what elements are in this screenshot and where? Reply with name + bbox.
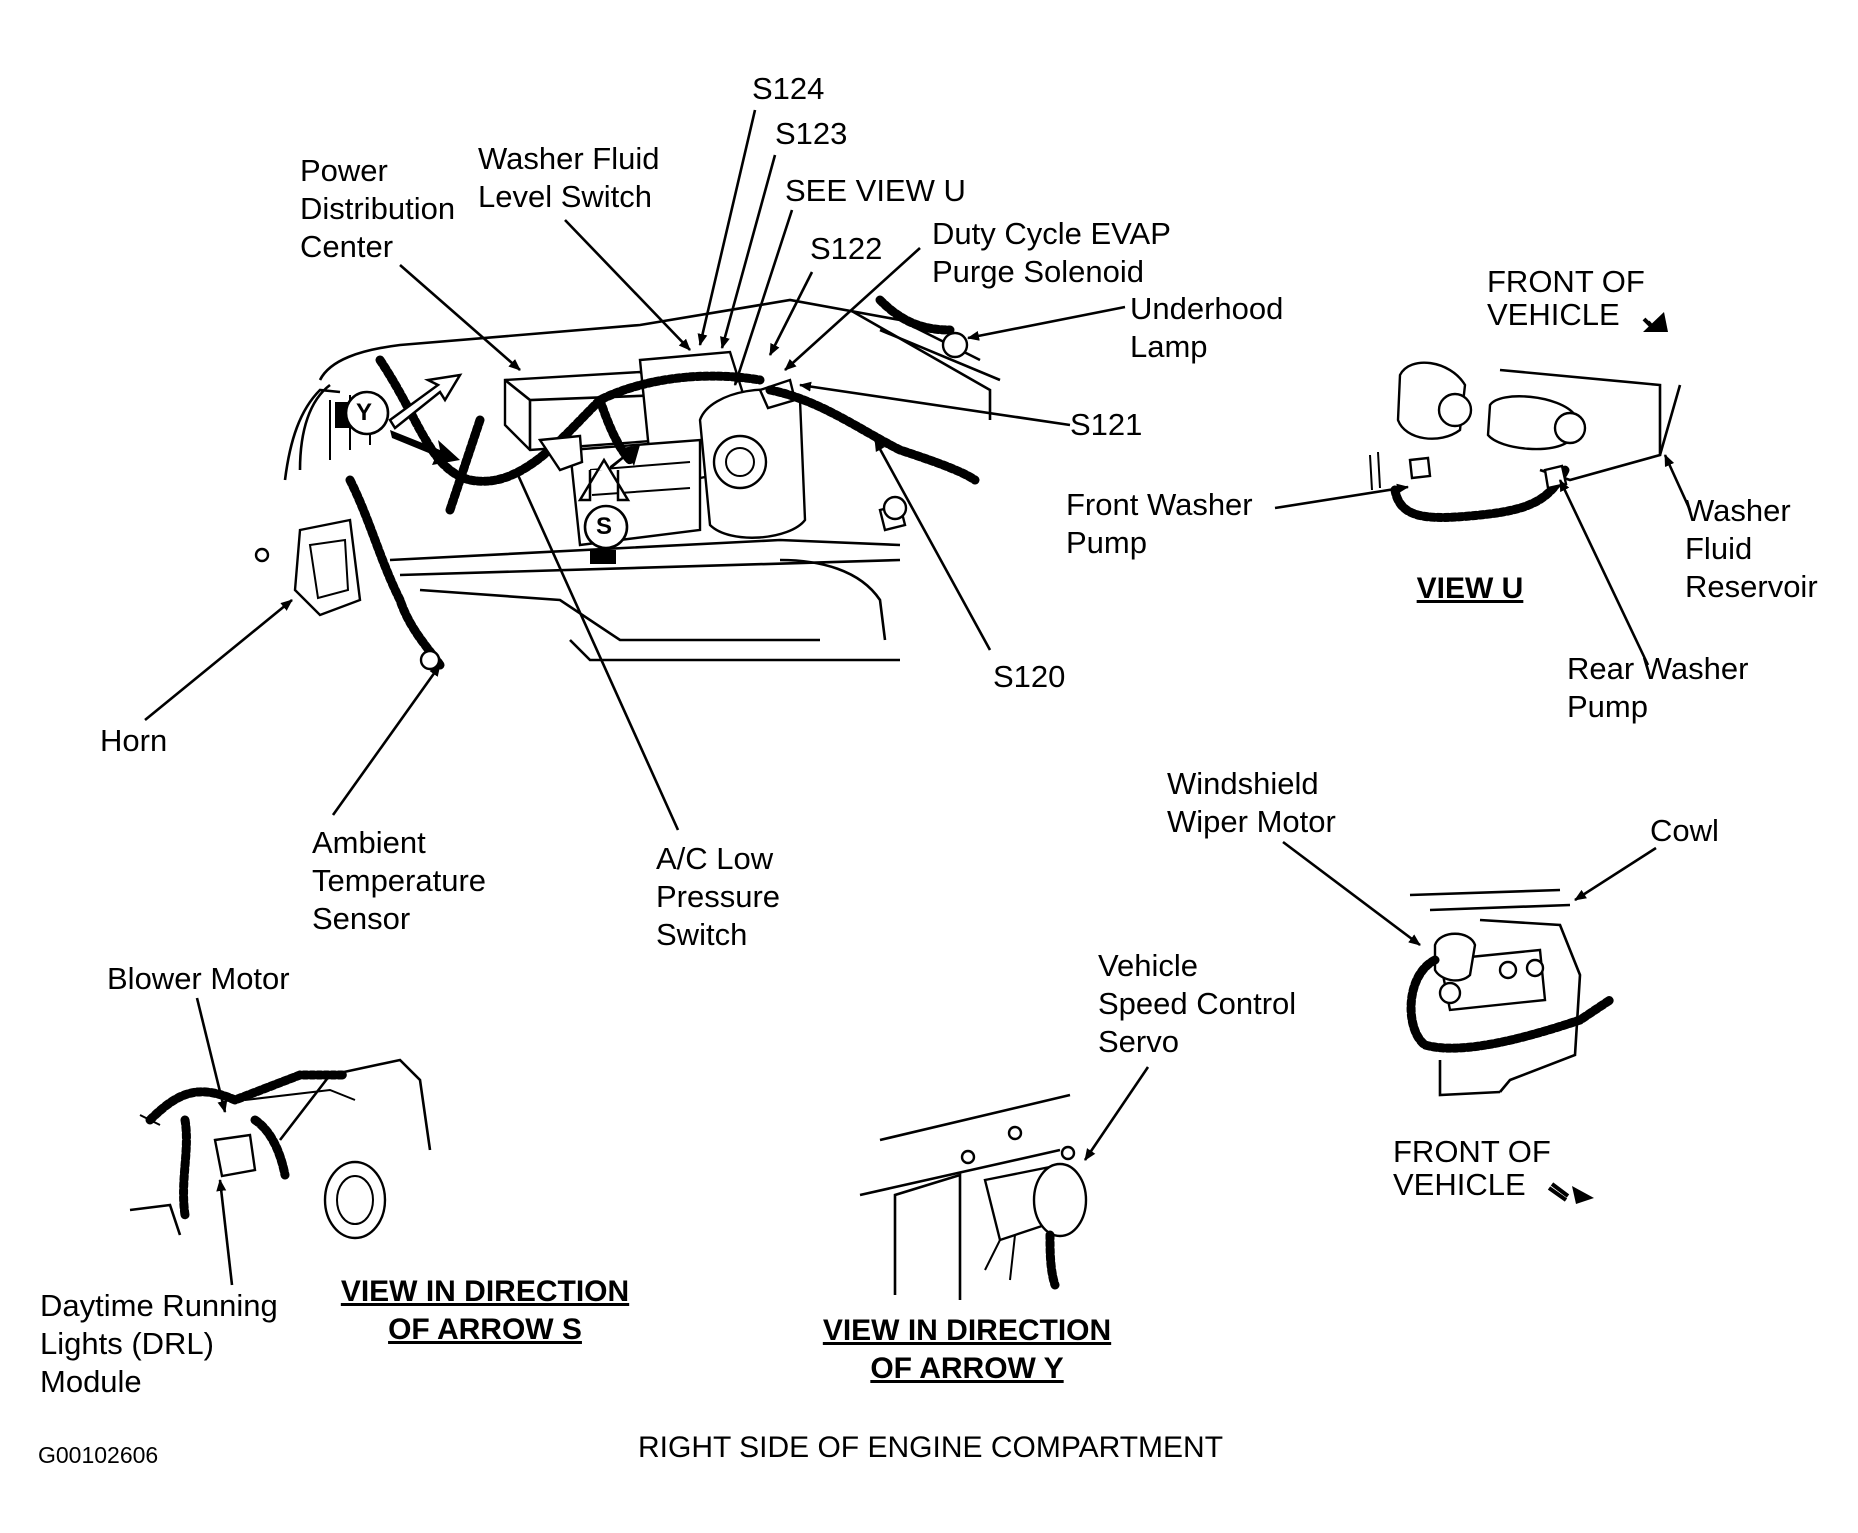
label-drl-module: Daytime Running Lights (DRL) Module	[40, 1288, 278, 1399]
label-windshield-wiper-motor: Windshield Wiper Motor	[1167, 766, 1336, 839]
view-arrow-s-illustration	[129, 1058, 432, 1240]
view-arrow-y-illustration	[859, 1093, 1088, 1300]
front-of-vehicle-arrow-top	[1642, 312, 1668, 332]
leader-lines-view-y	[1083, 1066, 1150, 1161]
title-view-arrow-s: VIEW IN DIRECTION OF ARROW S	[340, 1275, 630, 1346]
label-horn: Horn	[100, 723, 168, 758]
label-washer-fluid-reservoir: Washer Fluid Reservoir	[1685, 493, 1818, 604]
leader-lines-view-u	[1274, 454, 1692, 666]
label-front-of-vehicle-top: FRONT OF VEHICLE	[1487, 264, 1645, 332]
title-view-arrow-y: VIEW IN DIRECTION OF ARROW Y	[822, 1314, 1112, 1385]
leader-lines-main	[144, 109, 1126, 831]
label-rear-washer-pump: Rear Washer Pump	[1567, 651, 1749, 724]
label-front-washer-pump: Front Washer Pump	[1066, 487, 1253, 560]
figure-code: G00102606	[38, 1442, 159, 1468]
wiper-cowl-illustration	[1406, 888, 1615, 1097]
arrow-y-marker	[335, 373, 463, 465]
label-s123: S123	[775, 116, 848, 151]
label-ambient-temperature-sensor: Ambient Temperature Sensor	[312, 825, 487, 936]
leader-lines-view-s	[195, 997, 234, 1286]
arrow-s-letter: S	[596, 513, 613, 540]
label-cowl: Cowl	[1650, 813, 1719, 848]
label-underhood-lamp: Underhood Lamp	[1130, 291, 1284, 364]
label-s120: S120	[993, 659, 1066, 694]
label-ac-low-pressure-switch: A/C Low Pressure Switch	[656, 841, 781, 952]
arrow-y-letter: Y	[356, 399, 373, 426]
label-see-view-u: SEE VIEW U	[785, 173, 966, 208]
leader-lines-wiper	[1282, 840, 1657, 947]
engine-compartment-illustration	[254, 295, 1001, 671]
view-u-illustration	[1369, 361, 1682, 522]
label-blower-motor: Blower Motor	[107, 961, 290, 996]
label-vehicle-speed-control-servo: Vehicle Speed Control Servo	[1098, 948, 1297, 1059]
label-s121: S121	[1070, 407, 1143, 442]
title-view-u: VIEW U	[1416, 572, 1524, 605]
label-washer-fluid-level-switch: Washer Fluid Level Switch	[478, 141, 660, 214]
label-front-of-vehicle-bottom: FRONT OF VEHICLE	[1393, 1134, 1551, 1202]
label-power-distribution-center: Power Distribution Center	[300, 153, 456, 264]
front-of-vehicle-arrow-bottom	[1547, 1182, 1594, 1204]
arrow-s-marker	[577, 445, 640, 564]
figure-caption: RIGHT SIDE OF ENGINE COMPARTMENT	[638, 1431, 1224, 1464]
label-duty-cycle-evap-purge-solenoid: Duty Cycle EVAP Purge Solenoid	[932, 216, 1171, 289]
label-s124: S124	[752, 71, 825, 106]
label-s122: S122	[810, 231, 883, 266]
